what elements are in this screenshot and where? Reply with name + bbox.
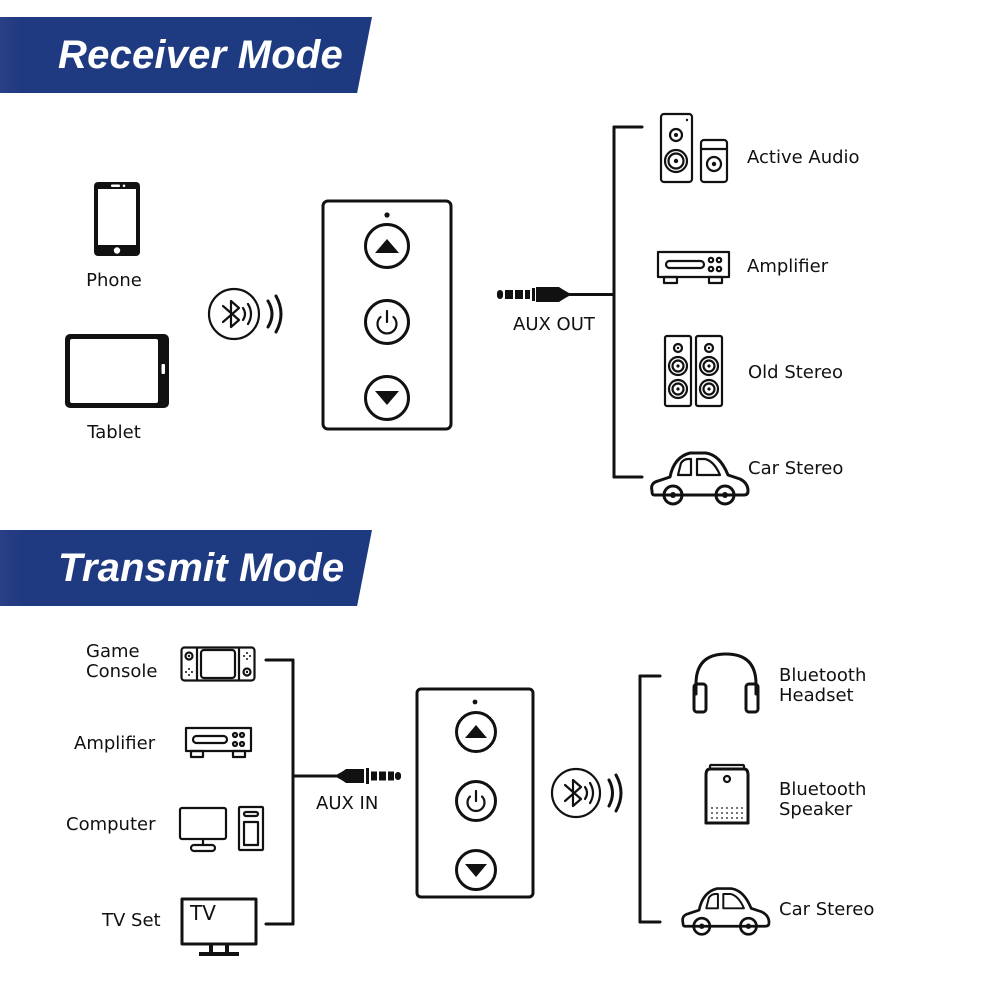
computer-icon (178, 805, 265, 853)
bluetooth-signal-icon (550, 767, 623, 819)
active-speakers-icon (659, 112, 729, 184)
aux-out-label: AUX OUT (513, 314, 595, 335)
bluetooth-headset-label-line1: Bluetooth (779, 665, 867, 686)
bluetooth-headset-label-line2: Headset (779, 685, 854, 706)
old-stereo-label: Old Stereo (748, 362, 843, 383)
amplifier-icon (656, 250, 731, 285)
tablet-label: Tablet (87, 422, 141, 443)
receiver-mode-banner: Receiver Mode (0, 17, 372, 93)
car-icon (650, 451, 750, 506)
game-console-label-line2: Console (86, 661, 158, 682)
bluetooth-speaker-label: Bluetooth Speaker (779, 780, 866, 820)
tablet-icon (65, 334, 169, 408)
phone-label: Phone (86, 270, 142, 291)
bluetooth-signal-icon (207, 287, 283, 341)
bluetooth-headset-label: Bluetooth Headset (779, 666, 866, 706)
receiver-mode-title: Receiver Mode (58, 33, 343, 77)
transmit-mode-title: Transmit Mode (58, 546, 345, 590)
transmit-device (415, 687, 535, 899)
aux-out-cable (497, 125, 644, 479)
game-console-icon (180, 646, 256, 682)
power-button[interactable] (363, 298, 411, 346)
phone-icon (94, 182, 140, 256)
bluetooth-speaker-label-line1: Bluetooth (779, 779, 867, 800)
volume-up-button[interactable] (454, 710, 498, 754)
power-button[interactable] (454, 779, 498, 823)
transmit-mode-banner: Transmit Mode (0, 530, 372, 606)
car-stereo-label: Car Stereo (748, 458, 844, 479)
tv-icon-text: TV (190, 901, 216, 925)
volume-down-button[interactable] (363, 374, 411, 422)
aux-in-cable (264, 658, 401, 926)
tv-set-label: TV Set (102, 910, 161, 931)
amplifier-source-label: Amplifier (74, 733, 156, 754)
computer-label: Computer (66, 814, 156, 835)
bluetooth-speaker-icon (704, 763, 750, 825)
amplifier-icon (184, 726, 253, 759)
active-audio-label: Active Audio (747, 147, 860, 168)
game-console-label-line1: Game (86, 641, 140, 662)
stereo-speakers-icon (663, 334, 724, 408)
volume-down-button[interactable] (454, 848, 498, 892)
amplifier-output-label: Amplifier (747, 256, 829, 277)
headphones-icon (692, 652, 760, 714)
game-console-label: Game Console (86, 642, 157, 682)
aux-in-label: AUX IN (316, 793, 379, 814)
car-icon (681, 887, 771, 936)
receiver-device (321, 199, 453, 431)
bluetooth-speaker-label-line2: Speaker (779, 799, 853, 820)
volume-up-button[interactable] (363, 222, 411, 270)
output-bracket (638, 674, 662, 924)
tv-icon (180, 897, 258, 956)
car-stereo-output-label: Car Stereo (779, 899, 875, 920)
